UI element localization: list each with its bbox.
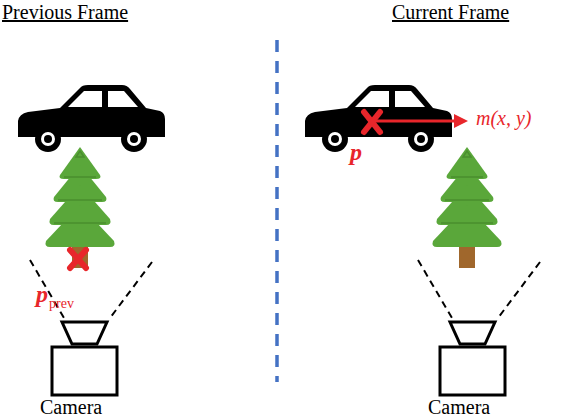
point-label: p [36,282,48,306]
camera-icon [52,322,117,395]
motion-label: m(x, y) [476,108,532,128]
camera-label: Camera [428,397,490,417]
camera-icon [440,322,505,395]
frame-heading: Current Frame [392,2,509,22]
tree-icon [433,147,502,268]
motion-arrow [372,114,468,128]
tree-icon [46,147,115,268]
point-label: p [350,140,362,164]
divider-line [275,40,279,382]
field-of-view [30,260,540,318]
car-icon [18,85,165,152]
point-subscript: prev [49,297,74,311]
frame-heading: Previous Frame [2,2,128,22]
point-marker [70,250,86,268]
car-icon [305,85,452,152]
camera-label: Camera [40,397,102,417]
